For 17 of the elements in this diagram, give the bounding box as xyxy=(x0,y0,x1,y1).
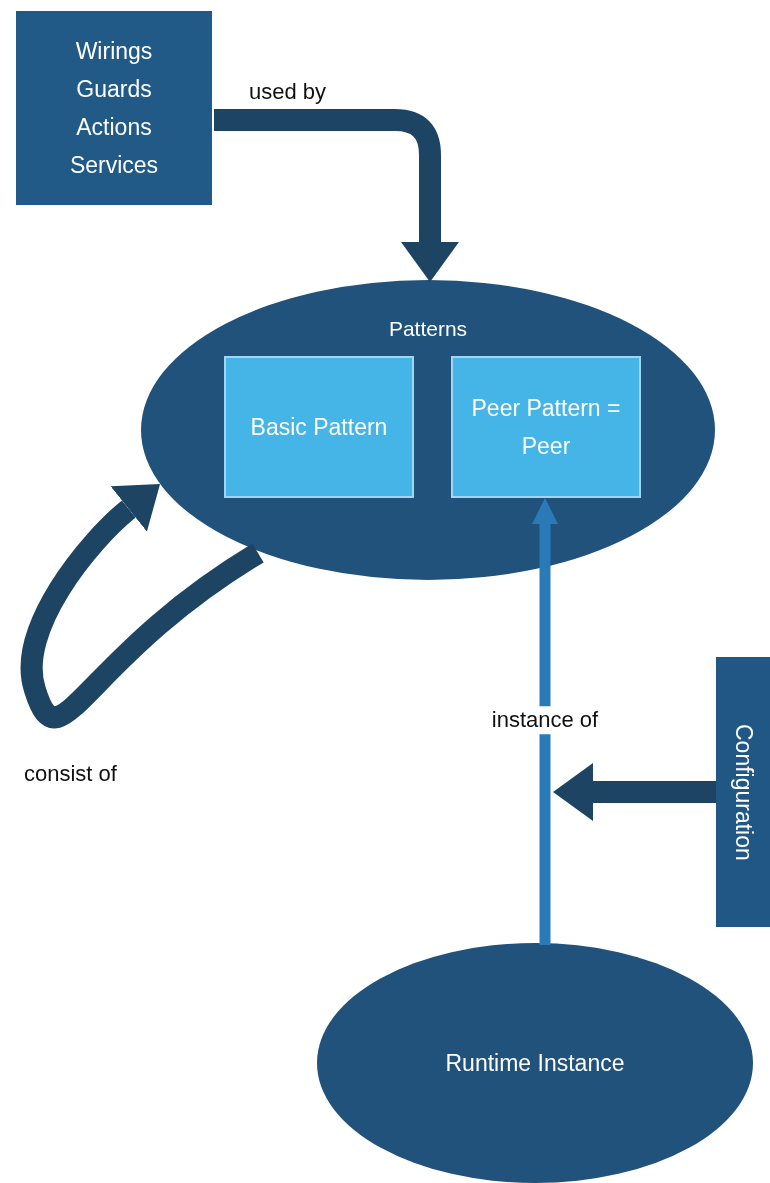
pattern-box xyxy=(224,356,414,498)
arrow xyxy=(532,498,558,945)
pattern-box xyxy=(451,356,641,498)
arrow xyxy=(553,763,716,821)
node-text: Guards xyxy=(76,75,152,104)
config-box xyxy=(716,657,770,927)
term-box xyxy=(16,11,212,205)
node-text: Wirings xyxy=(75,37,153,66)
node-text: Patterns xyxy=(388,316,468,342)
node-text: Actions xyxy=(76,113,152,142)
arrow xyxy=(214,109,459,282)
node-text: Basic Pattern xyxy=(250,413,388,442)
node-text: Configuration xyxy=(731,723,755,861)
node-text: Services xyxy=(69,151,159,180)
node-text: Runtime Instance xyxy=(445,1048,625,1078)
node-text: Peer Pattern = Peer xyxy=(470,394,622,461)
arrow xyxy=(21,482,264,728)
